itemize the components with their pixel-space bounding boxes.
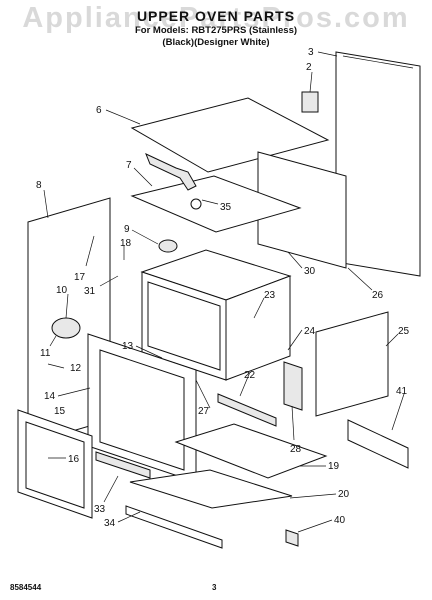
part-igniter[interactable] [158,239,178,253]
callout-22: 22 [244,370,256,381]
callout-33: 33 [94,504,106,515]
callout-2: 2 [306,62,312,73]
part-burner-tube[interactable] [145,153,197,191]
footer-page-number: 3 [212,583,217,592]
part-oven-cavity-side[interactable] [225,275,291,381]
part-channel[interactable] [217,393,277,427]
callout-8: 8 [36,180,42,191]
callout-6: 6 [96,105,102,116]
callout-23: 23 [264,290,276,301]
part-hinge[interactable] [283,361,303,411]
part-trim-rail-bottom[interactable] [125,505,223,549]
part-valve[interactable] [51,317,81,339]
callout-19: 19 [328,461,340,472]
callout-31: 31 [84,286,96,297]
part-mount-plate[interactable] [347,419,409,469]
callout-11: 11 [40,348,51,359]
callout-26: 26 [372,290,384,301]
callout-7: 7 [126,160,132,171]
callout-18: 18 [120,238,132,249]
callout-13: 13 [122,341,134,352]
watermark: AppliancePartsPros.com [22,2,410,34]
callout-16: 16 [68,454,80,465]
callout-17: 17 [74,272,86,283]
footer-part-number: 8584544 [10,583,42,592]
part-oven-cavity-opening [147,281,221,371]
callout-35: 35 [220,202,232,213]
part-small-bracket[interactable] [285,529,299,547]
callout-30: 30 [304,266,316,277]
part-vent-strip[interactable] [95,451,151,479]
part-top-panel[interactable] [130,97,330,173]
diagram-title: UPPER OVEN PARTS [136,8,296,24]
diagram-subtitle-line1: For Models: RBT275PRS (Stainless) [134,25,298,36]
part-door-gasket-inner [25,421,85,509]
part-burner-disc[interactable] [190,198,202,210]
part-bracket[interactable] [301,91,319,113]
callout-20: 20 [338,489,350,500]
part-side-bracket-panel[interactable] [315,311,389,417]
callout-3: 3 [308,47,314,58]
part-trim-rail-top[interactable] [129,469,293,509]
callout-25: 25 [398,326,410,337]
callout-24: 24 [304,326,316,337]
callout-10: 10 [56,285,68,296]
callout-15: 15 [54,406,66,417]
callout-14: 14 [44,391,56,402]
callout-34: 34 [104,518,116,529]
callout-28: 28 [290,444,302,455]
callout-27: 27 [198,406,210,417]
callout-41: 41 [396,386,408,397]
callout-9: 9 [124,224,130,235]
part-front-frame-opening [99,349,185,471]
part-bottom-panel[interactable] [174,423,328,479]
diagram-subtitle-line2: (Black)(Designer White) [162,37,270,48]
part-side-panel-right[interactable] [335,51,421,277]
callout-12: 12 [70,363,82,374]
callout-40: 40 [334,515,346,526]
